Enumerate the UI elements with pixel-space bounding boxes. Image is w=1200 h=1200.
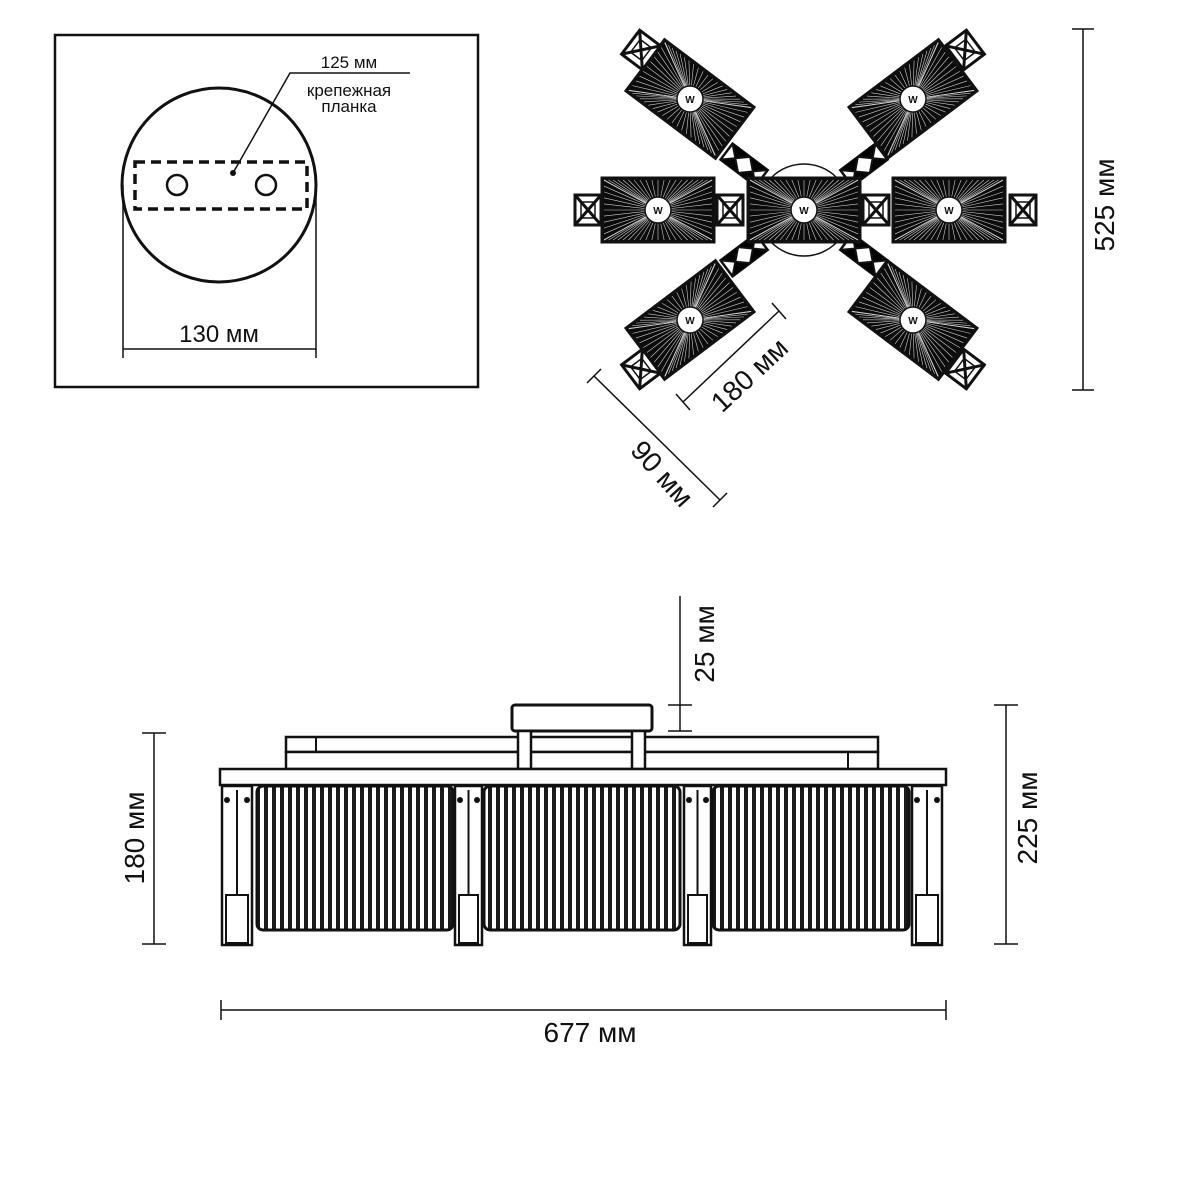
shade-left: W — [600, 176, 716, 244]
front-view: 25 мм 180 мм 225 мм 677 мм — [119, 596, 1043, 1048]
stem-right — [630, 729, 647, 771]
top-view: W W W W W W W 525 мм 180 мм 90 мм — [573, 28, 1120, 513]
overall-height-dimension: 225 мм — [994, 704, 1043, 945]
mounting-bar — [133, 160, 309, 211]
shade-letter: W — [908, 316, 918, 327]
shade-letter: W — [908, 95, 918, 106]
screw-hole-right — [254, 173, 278, 197]
stem-left — [516, 729, 533, 771]
canopy-height-dimension: 25 мм — [668, 596, 720, 732]
shade-label-disc — [644, 196, 672, 224]
overall-depth-dimension: 525 мм — [1072, 28, 1120, 391]
canopy-circle — [120, 86, 318, 284]
frame-post — [220, 784, 254, 947]
overall-height-label: 225 мм — [1012, 772, 1043, 865]
shade-front-1 — [255, 784, 455, 932]
canopy — [510, 703, 654, 733]
overall-width-dimension: 677 мм — [220, 1000, 947, 1048]
shade-label-disc — [676, 306, 704, 334]
screw-hole-left — [165, 173, 189, 197]
shade-label-disc — [899, 85, 927, 113]
shade-label-disc — [676, 85, 704, 113]
lattice-right-inner — [861, 193, 891, 227]
canopy-height-label: 25 мм — [689, 605, 720, 682]
shade-lower-right: W — [847, 259, 979, 381]
canopy-diameter-dimension: 130 мм — [122, 185, 317, 358]
main-plate — [218, 767, 948, 787]
mount-detail-panel: 125 мм крепежная планка 130 мм — [53, 33, 480, 389]
bar-caption-line2: планка — [321, 97, 377, 116]
lattice-right-outer — [1008, 193, 1038, 227]
shade-letter: W — [685, 95, 695, 106]
shade-upper-left: W — [624, 38, 756, 160]
shade-width-label: 90 мм — [625, 434, 700, 512]
shade-right: W — [891, 176, 1007, 244]
overall-depth-label: 525 мм — [1089, 159, 1120, 252]
bar-caption-line1: крепежная — [307, 81, 391, 100]
bar-width-label: 125 мм — [321, 53, 377, 72]
shade-upper-right: W — [847, 38, 979, 160]
upper-frame — [284, 735, 880, 754]
shade-front-2 — [482, 784, 682, 932]
shade-letter: W — [653, 206, 663, 217]
shade-label-disc — [935, 196, 963, 224]
upper-frame-lower — [284, 750, 880, 771]
frame-post — [682, 784, 713, 947]
shade-width-dimension: 90 мм — [586, 368, 728, 513]
overall-width-label: 677 мм — [544, 1017, 637, 1048]
lattice-left-outer — [573, 193, 603, 227]
shade-letter: W — [685, 316, 695, 327]
lattice-left-inner — [715, 193, 745, 227]
shade-label-disc — [899, 306, 927, 334]
shade-height-label: 180 мм — [119, 792, 150, 885]
shade-length-label: 180 мм — [705, 332, 794, 418]
shade-front-3 — [711, 784, 911, 932]
shade-letter: W — [799, 206, 809, 217]
shade-height-dimension: 180 мм — [119, 732, 166, 945]
canopy-diameter-label: 130 мм — [179, 321, 259, 348]
shade-label-disc — [790, 196, 818, 224]
leader-line — [232, 72, 410, 174]
shade-center: W — [746, 176, 862, 244]
frame-post — [910, 784, 944, 947]
shade-lower-left: W — [624, 259, 756, 381]
frame-post — [453, 784, 484, 947]
shade-letter: W — [944, 206, 954, 217]
